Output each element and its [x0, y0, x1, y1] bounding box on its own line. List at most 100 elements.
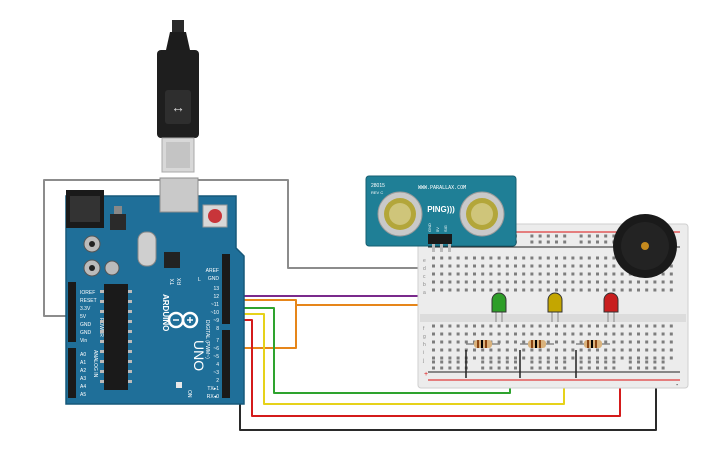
- breadboard-hole[interactable]: [538, 272, 542, 276]
- breadboard-hole[interactable]: [563, 340, 567, 344]
- breadboard-hole[interactable]: [514, 272, 517, 276]
- breadboard-hole[interactable]: [604, 324, 608, 328]
- breadboard-hole[interactable]: [456, 332, 460, 336]
- breadboard-hole[interactable]: [456, 272, 460, 276]
- breadboard-hole[interactable]: [612, 256, 616, 260]
- rail-hole[interactable]: [612, 360, 616, 364]
- breadboard-hole[interactable]: [661, 356, 665, 360]
- breadboard-hole[interactable]: [514, 264, 517, 268]
- breadboard-hole[interactable]: [514, 340, 517, 344]
- breadboard-hole[interactable]: [637, 348, 640, 352]
- breadboard-hole[interactable]: [530, 324, 534, 328]
- rail-hole[interactable]: [489, 360, 493, 364]
- rail-hole[interactable]: [612, 366, 616, 370]
- breadboard-hole[interactable]: [481, 356, 485, 360]
- breadboard-hole[interactable]: [612, 324, 616, 328]
- breadboard-hole[interactable]: [653, 356, 657, 360]
- breadboard-hole[interactable]: [497, 280, 501, 284]
- breadboard-hole[interactable]: [464, 288, 468, 292]
- breadboard-hole[interactable]: [628, 280, 632, 284]
- breadboard-hole[interactable]: [448, 288, 452, 292]
- rail-hole[interactable]: [497, 366, 501, 370]
- breadboard-hole[interactable]: [604, 332, 608, 336]
- breadboard-hole[interactable]: [579, 324, 583, 328]
- breadboard-hole[interactable]: [497, 356, 501, 360]
- breadboard-hole[interactable]: [587, 280, 591, 284]
- breadboard-hole[interactable]: [473, 324, 476, 328]
- rail-hole[interactable]: [555, 366, 558, 370]
- breadboard-hole[interactable]: [440, 348, 444, 352]
- breadboard-hole[interactable]: [546, 288, 550, 292]
- rail-hole[interactable]: [514, 360, 517, 364]
- breadboard-hole[interactable]: [481, 324, 485, 328]
- breadboard-hole[interactable]: [464, 340, 468, 344]
- rail-hole[interactable]: [604, 240, 608, 244]
- rail-hole[interactable]: [563, 366, 567, 370]
- breadboard-hole[interactable]: [481, 272, 485, 276]
- breadboard-hole[interactable]: [530, 356, 534, 360]
- breadboard-hole[interactable]: [571, 324, 575, 328]
- breadboard-hole[interactable]: [546, 324, 550, 328]
- breadboard-hole[interactable]: [448, 356, 452, 360]
- breadboard-hole[interactable]: [448, 332, 452, 336]
- breadboard-hole[interactable]: [538, 280, 542, 284]
- breadboard-hole[interactable]: [555, 256, 558, 260]
- breadboard-hole[interactable]: [514, 324, 517, 328]
- rail-hole[interactable]: [628, 360, 632, 364]
- breadboard-hole[interactable]: [628, 288, 632, 292]
- breadboard-hole[interactable]: [661, 324, 665, 328]
- rail-hole[interactable]: [604, 360, 608, 364]
- rail-hole[interactable]: [612, 234, 616, 238]
- rail-hole[interactable]: [555, 240, 558, 244]
- breadboard-hole[interactable]: [637, 332, 640, 336]
- breadboard-hole[interactable]: [563, 272, 567, 276]
- breadboard-hole[interactable]: [522, 324, 526, 328]
- breadboard-hole[interactable]: [571, 256, 575, 260]
- rail-hole[interactable]: [538, 234, 542, 238]
- rail-hole[interactable]: [505, 360, 509, 364]
- breadboard-hole[interactable]: [538, 324, 542, 328]
- rail-hole[interactable]: [538, 360, 542, 364]
- breadboard-hole[interactable]: [448, 264, 452, 268]
- breadboard-hole[interactable]: [555, 288, 558, 292]
- breadboard-hole[interactable]: [612, 348, 616, 352]
- rail-hole[interactable]: [587, 366, 591, 370]
- rail-hole[interactable]: [637, 366, 640, 370]
- breadboard-hole[interactable]: [473, 348, 476, 352]
- breadboard-hole[interactable]: [497, 256, 501, 260]
- breadboard-hole[interactable]: [620, 356, 624, 360]
- breadboard-hole[interactable]: [473, 264, 476, 268]
- breadboard-hole[interactable]: [505, 324, 509, 328]
- breadboard-hole[interactable]: [555, 340, 558, 344]
- breadboard-hole[interactable]: [489, 272, 493, 276]
- rail-hole[interactable]: [661, 366, 665, 370]
- breadboard-hole[interactable]: [522, 256, 526, 260]
- breadboard-hole[interactable]: [538, 356, 542, 360]
- rail-hole[interactable]: [440, 360, 444, 364]
- breadboard-hole[interactable]: [546, 264, 550, 268]
- breadboard-hole[interactable]: [669, 280, 673, 284]
- breadboard-hole[interactable]: [432, 256, 435, 260]
- breadboard-hole[interactable]: [546, 280, 550, 284]
- rail-hole[interactable]: [563, 234, 567, 238]
- breadboard-hole[interactable]: [481, 264, 485, 268]
- rail-hole[interactable]: [481, 366, 485, 370]
- breadboard-hole[interactable]: [448, 256, 452, 260]
- breadboard-hole[interactable]: [579, 272, 583, 276]
- breadboard-hole[interactable]: [522, 356, 526, 360]
- breadboard-hole[interactable]: [464, 256, 468, 260]
- rail-hole[interactable]: [563, 240, 567, 244]
- breadboard-hole[interactable]: [489, 356, 493, 360]
- breadboard-hole[interactable]: [604, 288, 608, 292]
- breadboard-hole[interactable]: [563, 356, 567, 360]
- breadboard-hole[interactable]: [669, 348, 673, 352]
- breadboard-hole[interactable]: [596, 256, 599, 260]
- breadboard-hole[interactable]: [612, 264, 616, 268]
- breadboard-hole[interactable]: [661, 272, 665, 276]
- breadboard-hole[interactable]: [579, 256, 583, 260]
- breadboard-hole[interactable]: [456, 348, 460, 352]
- rail-hole[interactable]: [505, 366, 509, 370]
- breadboard-hole[interactable]: [653, 324, 657, 328]
- breadboard-hole[interactable]: [563, 324, 567, 328]
- breadboard-hole[interactable]: [612, 340, 616, 344]
